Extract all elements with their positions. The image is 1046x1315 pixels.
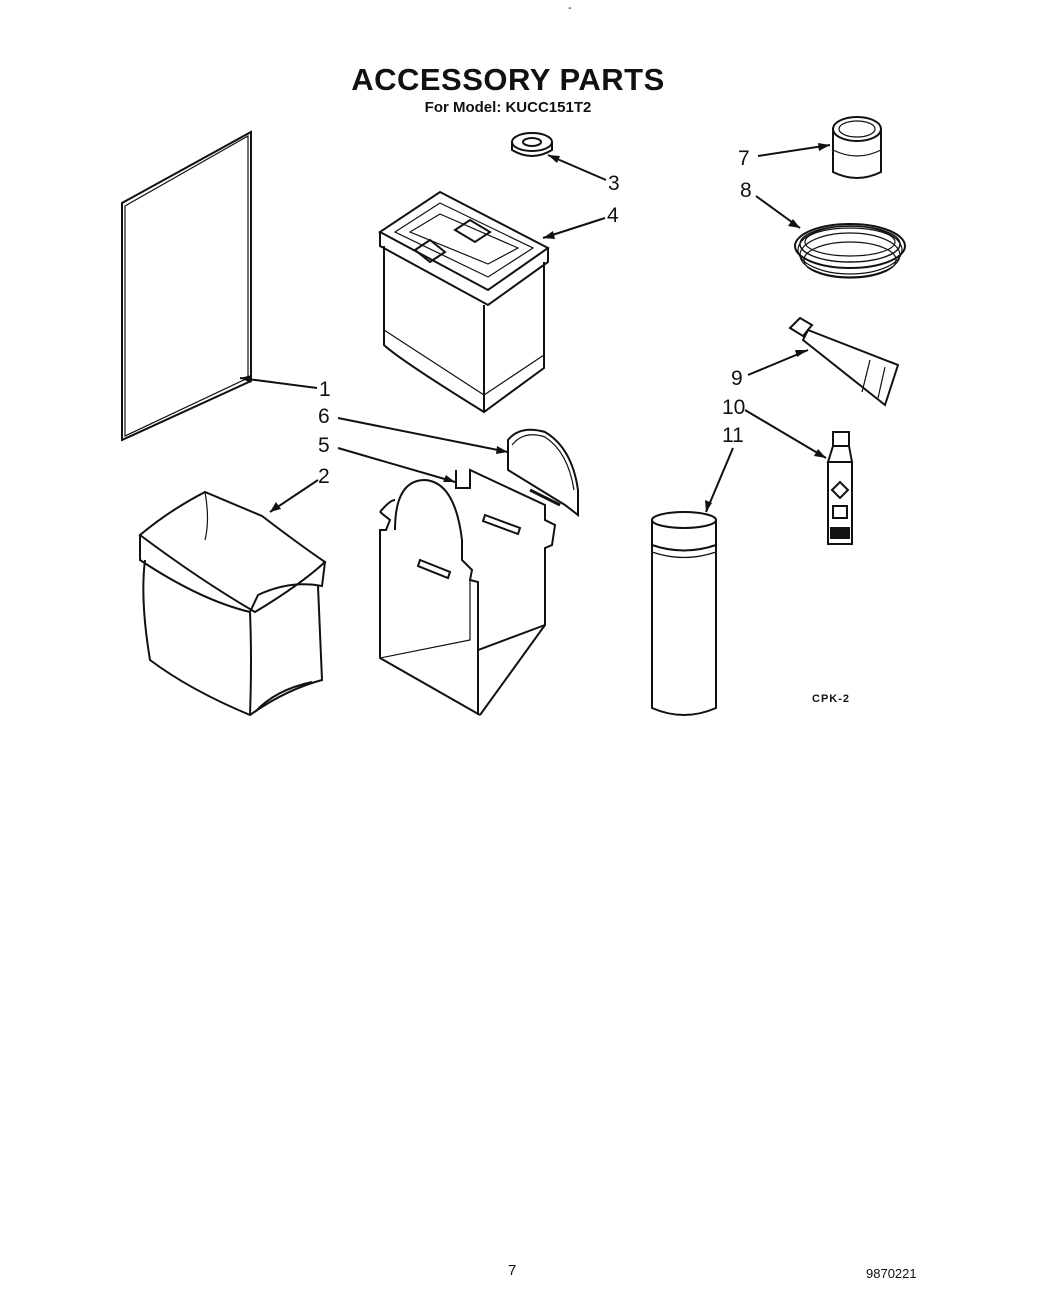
part-9-tube: [788, 316, 900, 407]
leader-line-10: [744, 409, 827, 459]
part-1-panel: [121, 130, 252, 442]
leader-line-1: [239, 377, 318, 389]
arrowhead-10: [814, 449, 826, 458]
leader-line-5: [337, 447, 456, 483]
arrowhead-3: [548, 155, 560, 163]
arrowhead-9: [795, 350, 808, 357]
leader-arrowheads: [240, 143, 830, 512]
part-8-coiled-hose: [794, 223, 906, 279]
part-6-liner: [507, 428, 579, 518]
callout-4: 4: [607, 204, 619, 227]
callout-10: 10: [722, 396, 745, 419]
part-5-holder: [379, 468, 557, 716]
part-11-spray-can: [651, 511, 717, 716]
callout-5: 5: [318, 434, 330, 457]
arrowhead-5: [443, 475, 455, 482]
arrowhead-4: [543, 231, 555, 239]
callout-7: 7: [738, 147, 750, 170]
part-10-marker: [826, 431, 854, 545]
callout-3: 3: [608, 172, 620, 195]
leader-line-11: [705, 447, 734, 513]
callout-2: 2: [318, 465, 330, 488]
arrowhead-8: [788, 219, 800, 228]
arrowhead-6: [496, 446, 508, 454]
leader-line-7: [757, 144, 831, 157]
part-4-bin-with-lid: [378, 190, 550, 414]
arrowhead-1: [240, 375, 252, 383]
part-3-grommet: [511, 132, 553, 157]
callout-9: 9: [731, 367, 743, 390]
model-subtitle: For Model: KUCC151T2: [424, 99, 592, 116]
arrowhead-7: [818, 143, 830, 151]
callout-8: 8: [740, 179, 752, 202]
page-number: 7: [508, 1262, 517, 1279]
callout-11: 11: [722, 424, 744, 447]
leader-lines: [239, 144, 831, 513]
leader-line-6: [337, 417, 509, 453]
part-7-jar: [832, 116, 882, 179]
callout-6: 6: [318, 405, 330, 428]
arrowhead-2: [270, 502, 281, 512]
arrowhead-11: [705, 500, 712, 512]
figure-code: CPK-2: [812, 693, 850, 705]
document-number: 9870221: [866, 1266, 917, 1281]
part-2-bag: [138, 490, 327, 717]
callout-1: 1: [319, 378, 331, 401]
top-mark: -: [568, 2, 572, 14]
page-title: ACCESSORY PARTS: [351, 62, 665, 97]
